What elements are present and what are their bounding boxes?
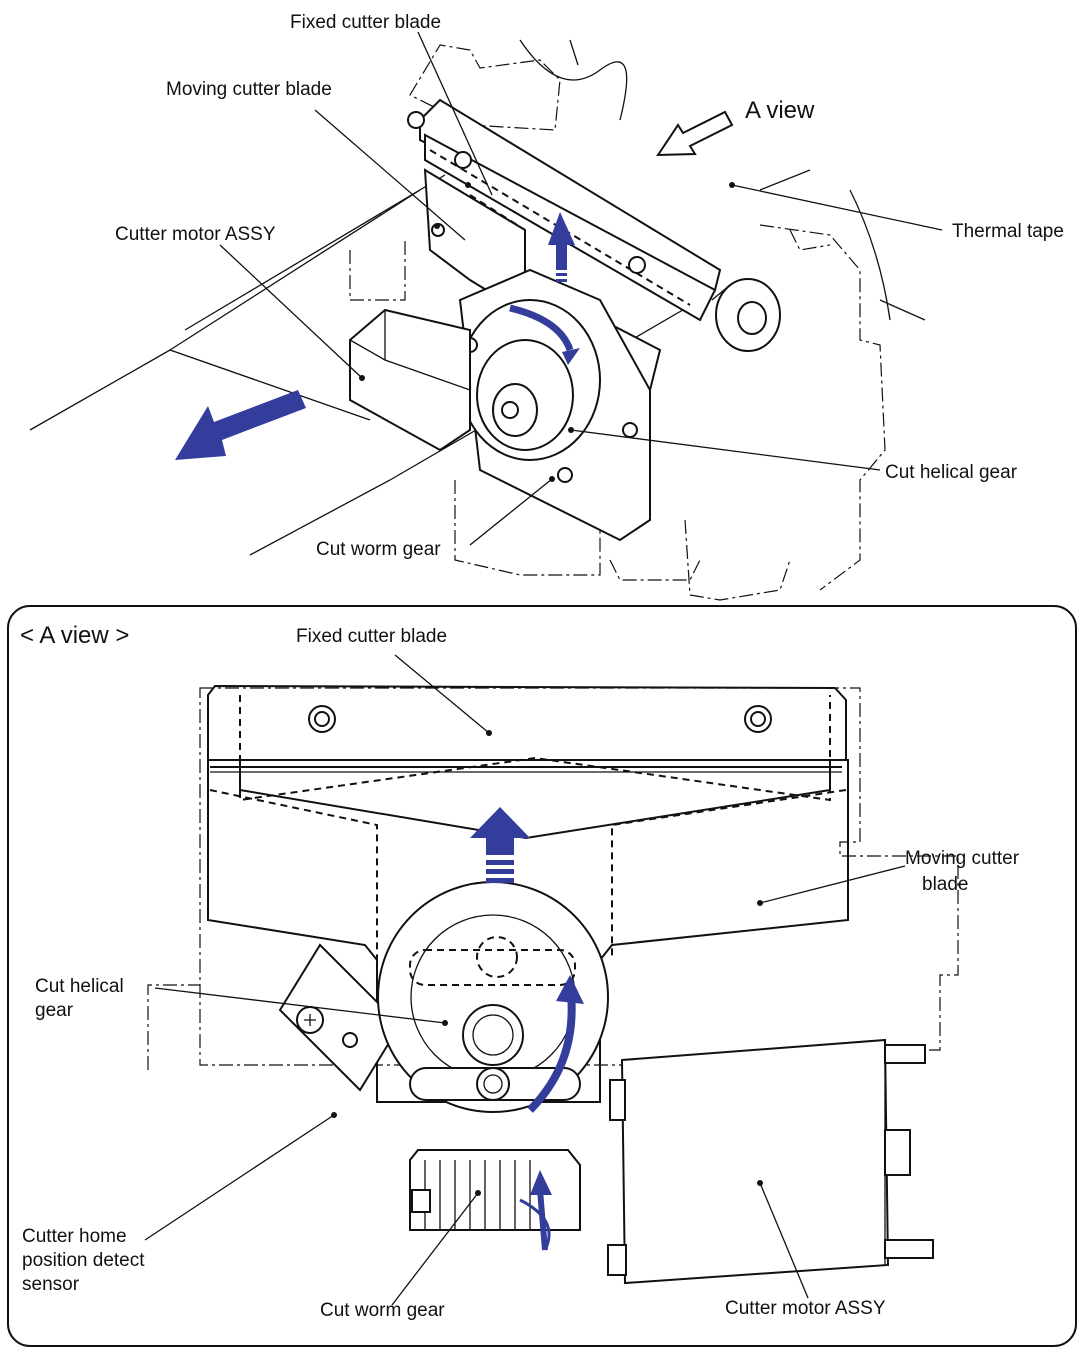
label-thermal-tape: Thermal tape: [952, 221, 1064, 242]
label-a-view: A view: [745, 97, 815, 124]
label-cut-worm-gear: Cut worm gear: [316, 539, 441, 560]
a-view-panel: < A view >: [7, 605, 1077, 1347]
label-cut-helical-gear-line1: Cut helical: [35, 976, 124, 997]
label-moving-cutter-blade-line1: Moving cutter: [905, 848, 1020, 869]
label-cut-helical-gear-line2: gear: [35, 1000, 74, 1021]
label-cutter-motor-assy: Cutter motor ASSY: [725, 1298, 886, 1319]
label-fixed-cutter-blade: Fixed cutter blade: [296, 626, 447, 647]
top-isometric-view: Fixed cutter blade Moving cutter blade C…: [29, 12, 1064, 601]
label-moving-cutter-blade-line2: blade: [922, 874, 969, 895]
label-home-sensor-line3: sensor: [22, 1274, 80, 1295]
label-fixed-cutter-blade: Fixed cutter blade: [290, 12, 441, 33]
label-home-sensor-line2: position detect: [22, 1250, 145, 1271]
label-cut-worm-gear: Cut worm gear: [320, 1300, 445, 1321]
a-view-title: < A view >: [20, 622, 129, 649]
label-cutter-motor-assy: Cutter motor ASSY: [115, 224, 276, 245]
label-home-sensor-line1: Cutter home: [22, 1226, 127, 1247]
label-cut-helical-gear: Cut helical gear: [885, 462, 1018, 483]
label-moving-cutter-blade: Moving cutter blade: [166, 79, 332, 100]
